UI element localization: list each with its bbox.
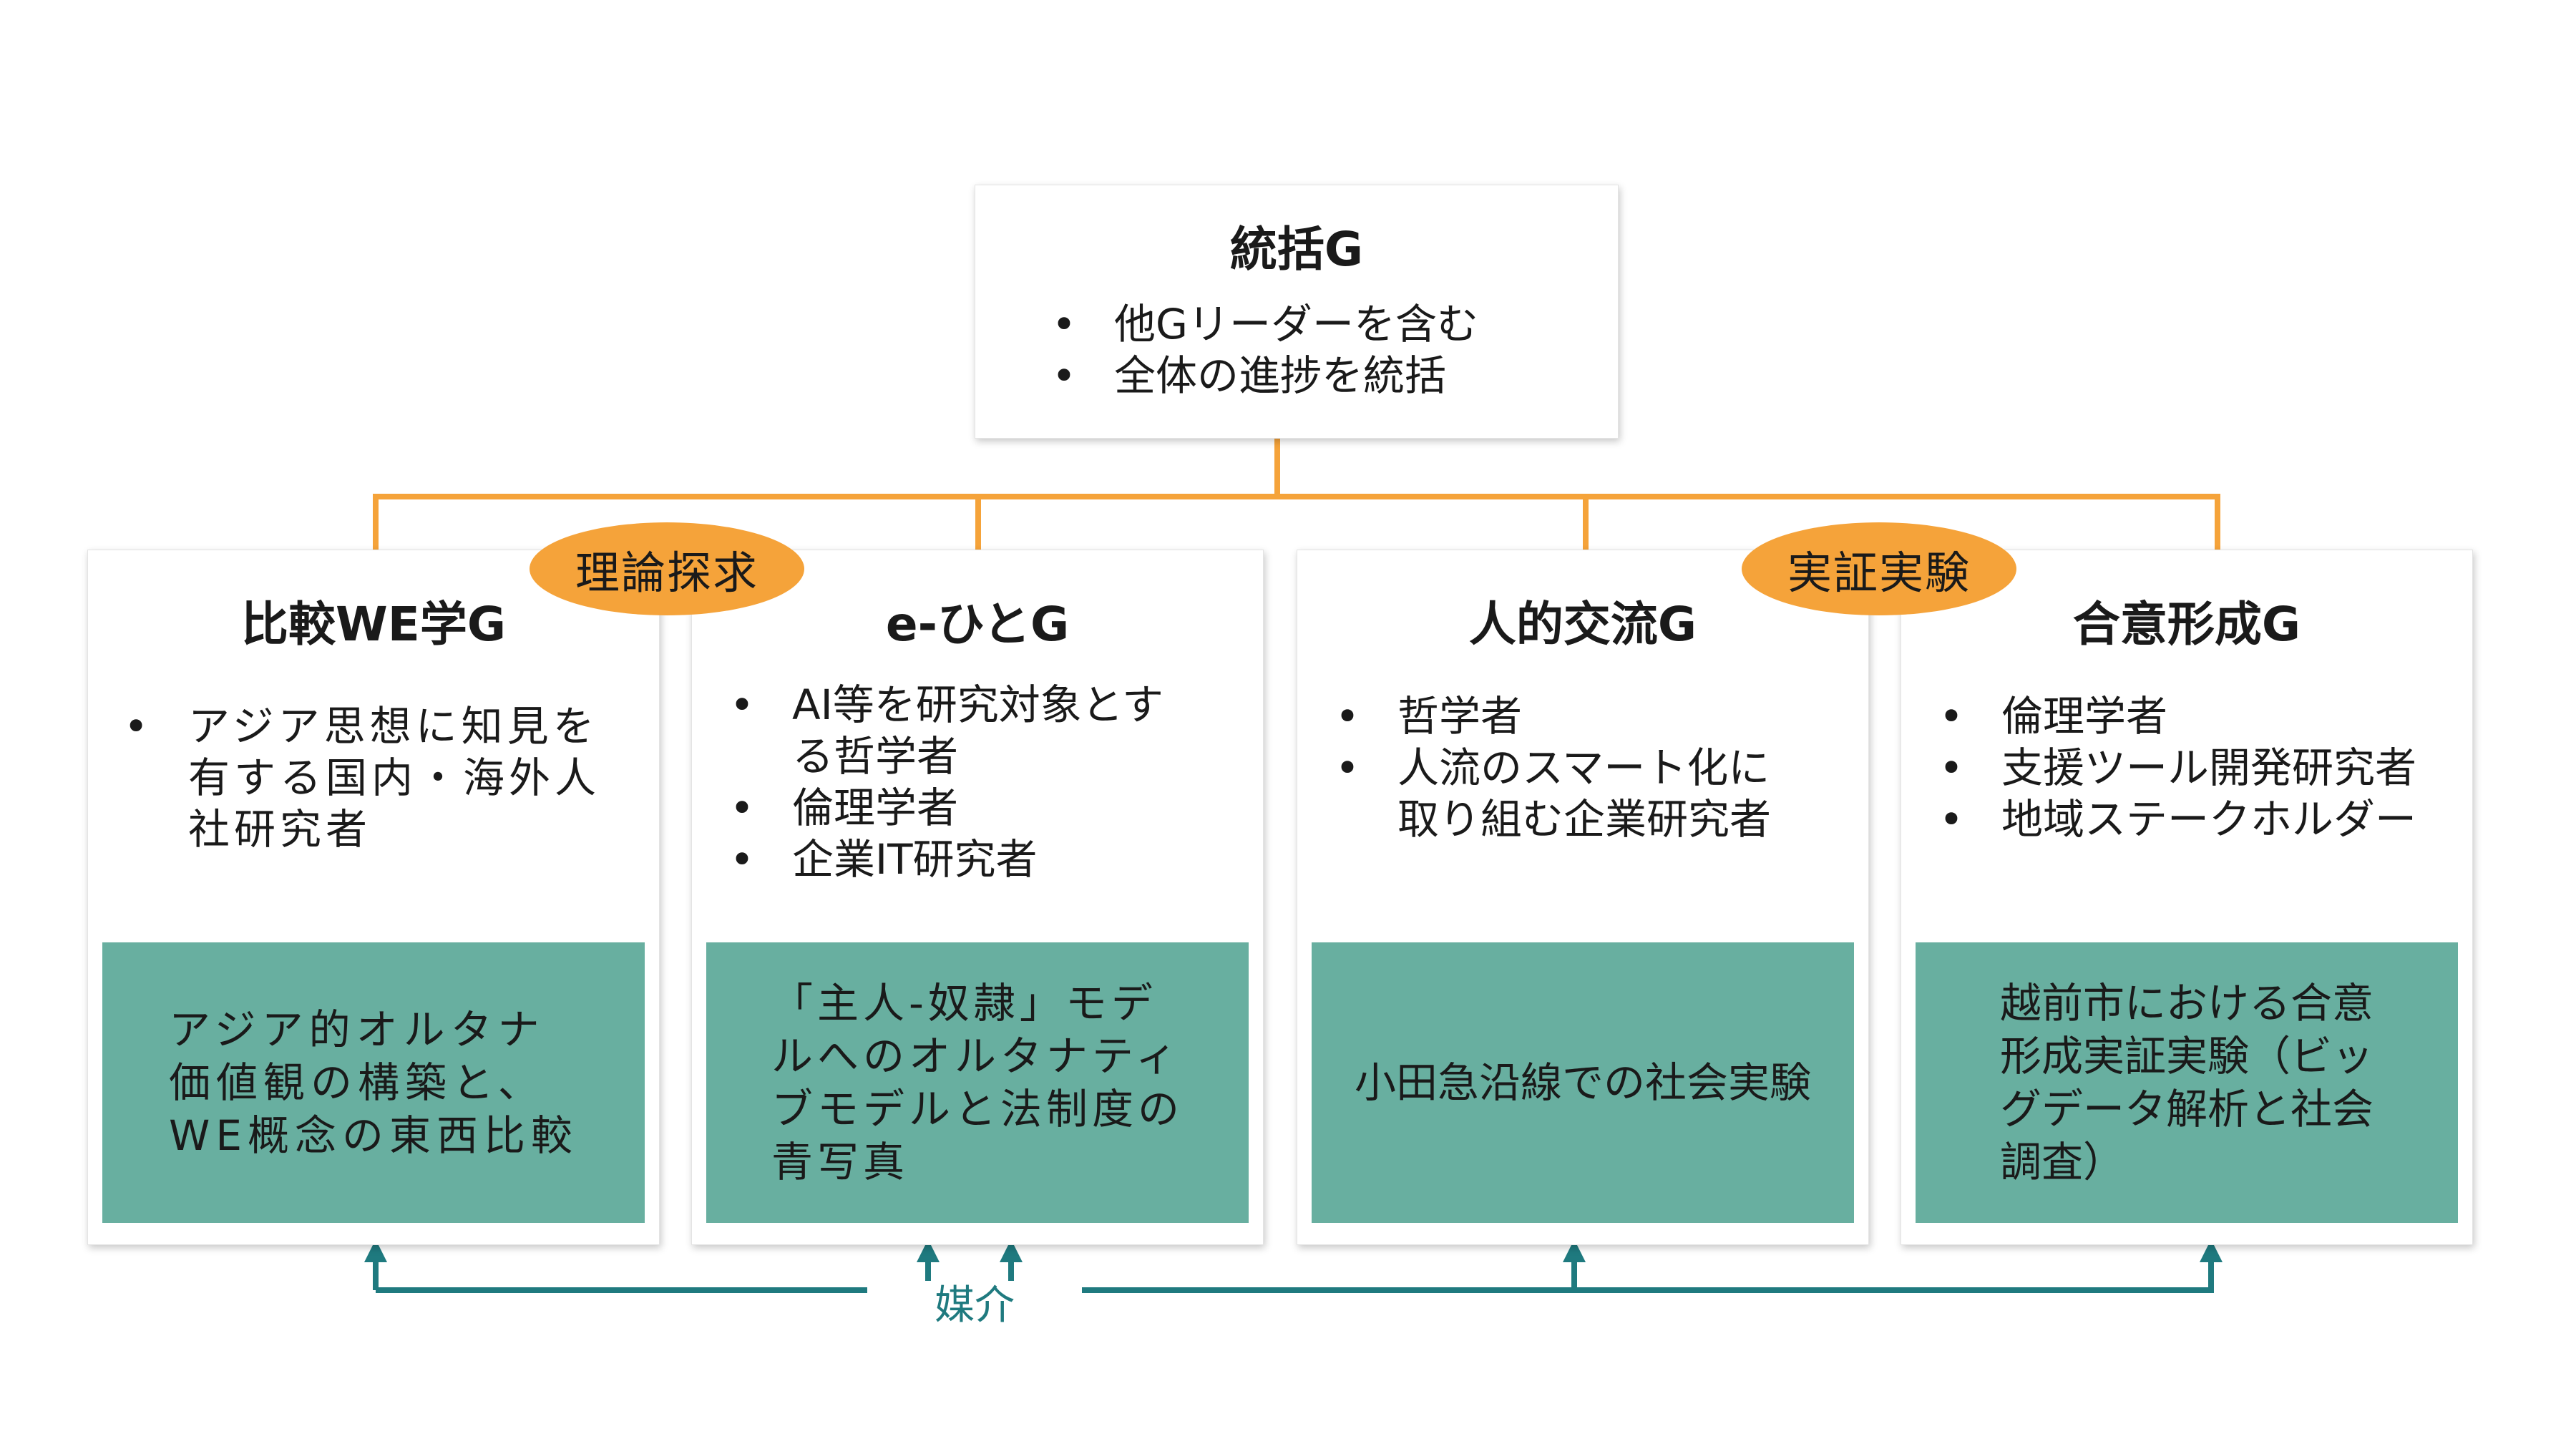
group-bullets: 哲学者 人流のスマート化に 取り組む企業研究者: [1333, 691, 1847, 845]
group-bullets: アジア思想に知見を 有する国内・海外人 社研究者: [124, 701, 638, 855]
group-bullet: 支援ツール開発研究者: [1937, 742, 2451, 794]
group-title: 合意形成G: [2072, 597, 2301, 652]
oval-empirical-experiment: 実証実験: [1742, 522, 2016, 615]
top-bullet: 他Gリーダーを含む: [1050, 298, 1478, 350]
group-bullet: アジア思想に知見を 有する国内・海外人 社研究者: [124, 701, 638, 855]
group-outcome-text: 「主人-奴隷」モデ ルへのオルタナティ ブモデルと法制度の 青写真: [771, 979, 1184, 1186]
group-card-consensus: 合意形成G 倫理学者 支援ツール開発研究者 地域ステークホルダー 越前市における…: [1901, 550, 2473, 1245]
top-group-card: 統括G 他Gリーダーを含む 全体の進捗を統括: [975, 185, 1619, 439]
group-bullet: 倫理学者: [728, 782, 1241, 834]
group-outcome-box: 小田急沿線での社会実験: [1312, 942, 1854, 1223]
group-outcome-box: 越前市における合意 形成実証実験（ビッ グデータ解析と社会 調査）: [1916, 942, 2458, 1223]
group-bullet: 企業IT研究者: [728, 834, 1241, 885]
group-bullet: 人流のスマート化に 取り組む企業研究者: [1333, 742, 1847, 845]
mediation-label: 媒介: [867, 1281, 1082, 1331]
top-group-bullets: 他Gリーダーを含む 全体の進捗を統括: [1050, 298, 1478, 401]
group-bullets: 倫理学者 支援ツール開発研究者 地域ステークホルダー: [1937, 691, 2451, 845]
mediation-arrows: [364, 1239, 2223, 1293]
group-title: e-ひとG: [885, 597, 1070, 652]
group-bullet: AI等を研究対象とす る哲学者: [728, 679, 1241, 782]
group-title: 人的交流G: [1468, 597, 1697, 652]
oval-theory-exploration: 理論探求: [530, 522, 804, 615]
group-outcome-text: アジア的オルタナ 価値観の構築と、 WE概念の東西比較: [169, 1005, 578, 1160]
group-card-comparative-we: 比較WE学G アジア思想に知見を 有する国内・海外人 社研究者 アジア的オルタナ…: [87, 550, 660, 1245]
group-bullet: 哲学者: [1333, 691, 1847, 742]
top-group-title: 統括G: [1229, 222, 1364, 277]
group-outcome-box: 「主人-奴隷」モデ ルへのオルタナティ ブモデルと法制度の 青写真: [706, 942, 1249, 1223]
top-bullet: 全体の進捗を統括: [1050, 350, 1478, 401]
group-title: 比較WE学G: [240, 597, 507, 652]
group-bullet: 倫理学者: [1937, 691, 2451, 742]
hierarchy-lines: [373, 439, 2220, 550]
group-card-e-hito: e-ひとG AI等を研究対象とす る哲学者 倫理学者 企業IT研究者 「主人-奴…: [691, 550, 1264, 1245]
group-bullets: AI等を研究対象とす る哲学者 倫理学者 企業IT研究者: [728, 679, 1241, 885]
group-outcome-box: アジア的オルタナ 価値観の構築と、 WE概念の東西比較: [102, 942, 645, 1223]
group-outcome-text: 越前市における合意 形成実証実験（ビッ グデータ解析と社会 調査）: [1999, 979, 2373, 1186]
group-card-human-exchange: 人的交流G 哲学者 人流のスマート化に 取り組む企業研究者 小田急沿線での社会実…: [1297, 550, 1869, 1245]
group-outcome-text: 小田急沿線での社会実験: [1355, 1058, 1812, 1107]
group-bullet: 地域ステークホルダー: [1937, 794, 2451, 845]
